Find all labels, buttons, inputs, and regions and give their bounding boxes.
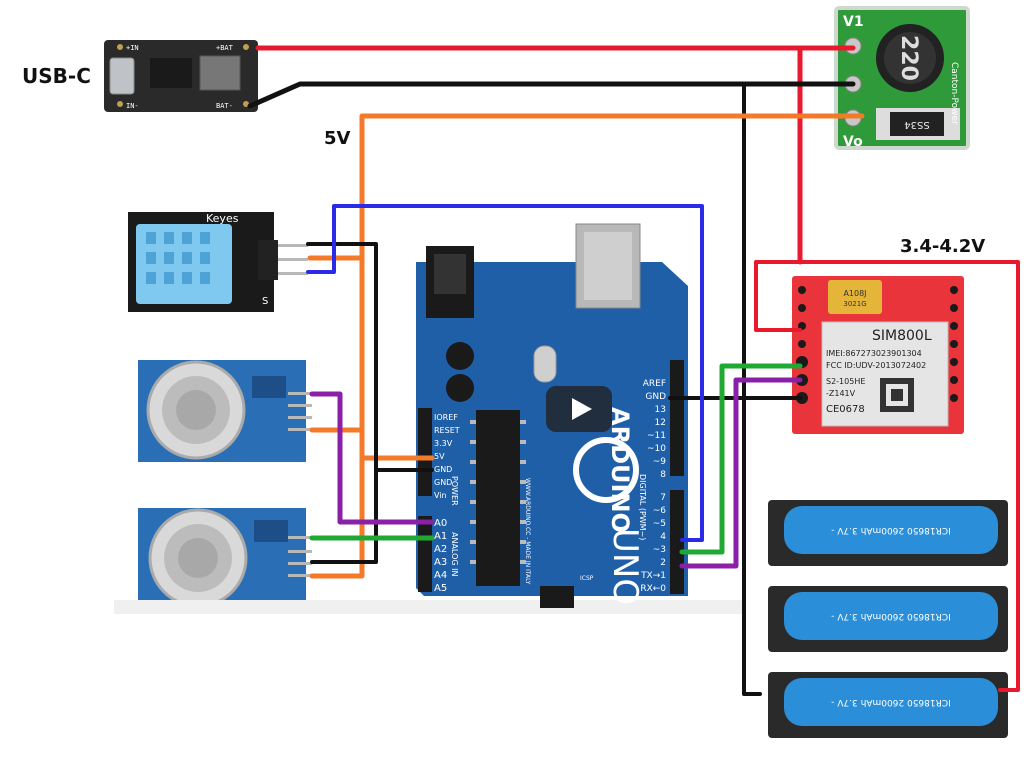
buck-converter-module: 220 SS34 V1 Vo Canton-Power (834, 6, 970, 150)
play-icon (572, 398, 592, 420)
sim-ce: CE0678 (826, 404, 865, 415)
battery-cell: ICR18650 2600mAh 3.7V - (768, 586, 1008, 652)
battery-pack: ICR18650 2600mAh 3.7V - ICR18650 2600mAh … (768, 500, 1008, 738)
wire-red-battery (754, 260, 1020, 692)
power-pin-label: 3.3V (434, 439, 453, 448)
battery-voltage-label: 3.4-4.2V (900, 236, 985, 257)
wire-black-dht-gnd (306, 242, 378, 564)
charger-bat-plus: +BAT (216, 44, 234, 52)
gas-sensor-module-1 (138, 360, 312, 462)
dht-brand: Keyes (206, 212, 239, 225)
digital-pin-label: ~11 (647, 431, 666, 441)
sim-cap-label: A108J (843, 289, 866, 298)
diode-label: SS34 (904, 119, 929, 130)
digital-pin-label: 7 (660, 493, 666, 503)
analog-pin-label: A0 (434, 518, 447, 529)
battery-label: ICR18650 2600mAh 3.7V - (831, 611, 951, 621)
wire-orange-5v (309, 113, 865, 579)
sim800l-module: A108J 3021G SIM800L IMEI:867273023901304… (792, 276, 964, 434)
battery-cell: ICR18650 2600mAh 3.7V - (768, 672, 1008, 738)
dht-pin-s: S (262, 296, 268, 307)
arduino-power-pin-labels: IOREF RESET 3.3V 5V GND GND Vin (434, 413, 460, 500)
power-pin-label: IOREF (434, 413, 458, 422)
power-pin-label: GND (434, 465, 452, 474)
arduino-power-label: POWER (450, 476, 459, 506)
digital-pin-label: TX→1 (640, 571, 666, 581)
arduino-digital-top-labels: AREF GND 13 12 ~11 ~10 ~9 8 (643, 379, 667, 480)
power-pin-label: RESET (434, 426, 460, 435)
digital-pin-label: ~6 (653, 506, 667, 516)
digital-pin-label: ~9 (653, 457, 667, 467)
inductor-label: 220 (896, 35, 921, 81)
sim-s2: S2-105HE (826, 377, 865, 386)
analog-pin-label: A5 (434, 583, 447, 594)
arduino-model: UNO (605, 528, 645, 605)
digital-pin-label: 2 (660, 558, 666, 568)
sim-cap-label-2: 3021G (843, 300, 866, 308)
wire-black-bat-minus (247, 81, 856, 109)
digital-pin-label: GND (645, 392, 666, 402)
digital-pin-label: 12 (655, 418, 666, 428)
buck-brand: Canton-Power (949, 62, 959, 125)
sim-title: SIM800L (872, 328, 932, 344)
arduino-brand: ARDUINO (606, 407, 634, 533)
video-play-button[interactable] (546, 386, 612, 432)
arduino-digital-bottom-labels: 7 ~6 ~5 4 ~3 2TX→1RX←0 (640, 493, 666, 594)
arduino-icsp: ICSP (580, 575, 594, 582)
arduino-digital-label: DIGITAL (PWM~) (638, 474, 647, 540)
buck-pin-vo: Vo (843, 134, 863, 150)
analog-pin-label: A3 (434, 557, 447, 568)
wire-purple-sim-d2 (679, 377, 803, 569)
battery-label: ICR18650 2600mAh 3.7V - (831, 697, 951, 707)
five-volt-label: 5V (324, 128, 351, 149)
digital-pin-label: 4 (660, 532, 666, 542)
wire-purple-mq1-a0 (309, 391, 435, 525)
sim-imei: IMEI:867273023901304 (826, 349, 922, 358)
digital-pin-label: ~3 (653, 545, 666, 555)
sim-fcc: FCC ID:UDV-2013072402 (826, 361, 926, 370)
power-pin-label: 5V (434, 452, 445, 461)
charger-bat-minus: BAT- (216, 102, 233, 110)
power-pin-label: Vin (434, 491, 447, 500)
dht-sensor-module: Keyes S (128, 212, 308, 312)
usb-c-charger-module: +IN +BAT IN- BAT- (104, 40, 258, 112)
wire-green-sim-d3 (679, 363, 803, 555)
digital-pin-label: RX←0 (640, 584, 666, 594)
charger-in-plus: +IN (126, 44, 139, 52)
battery-label: ICR18650 2600mAh 3.7V - (831, 525, 951, 535)
power-pin-label: GND (434, 478, 452, 487)
digital-pin-label: ~5 (653, 519, 666, 529)
analog-pin-label: A2 (434, 544, 447, 555)
digital-pin-label: ~10 (647, 444, 666, 454)
arduino-site: WWW.ARDUINO.CC - MADE IN ITALY (524, 478, 531, 585)
charger-in-minus: IN- (126, 102, 139, 110)
wire-black-to-sim-gnd (742, 82, 762, 696)
digital-pin-label: 13 (655, 405, 666, 415)
digital-pin-label: 8 (660, 470, 666, 480)
gas-sensor-module-2 (138, 508, 312, 612)
analog-pin-label: A1 (434, 531, 447, 542)
arduino-analog-label: ANALOG IN (450, 532, 459, 577)
analog-pin-label: A4 (434, 570, 447, 581)
sim-z: -Z141V (826, 389, 856, 398)
wires (247, 45, 1020, 696)
wire-blue-dht-data (306, 204, 704, 542)
usb-c-label: USB-C (22, 64, 91, 88)
battery-cell: ICR18650 2600mAh 3.7V - (768, 500, 1008, 566)
buck-pin-v1: V1 (843, 14, 864, 30)
digital-pin-label: AREF (643, 379, 666, 389)
